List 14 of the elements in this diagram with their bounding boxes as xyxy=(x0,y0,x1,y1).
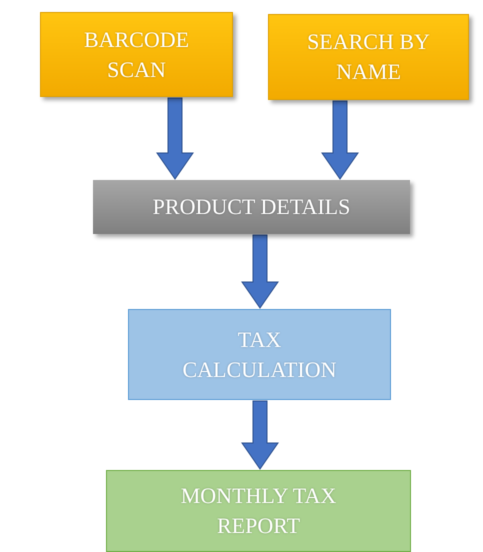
box-label: MONTHLY TAX REPORT xyxy=(180,482,338,540)
process-box xyxy=(128,309,391,400)
arrow xyxy=(241,234,279,309)
box-label: SEARCH BY NAME xyxy=(306,28,431,86)
arrow xyxy=(156,98,194,180)
process-box xyxy=(268,14,469,100)
box-label: TAX CALCULATION xyxy=(182,326,338,384)
process-box xyxy=(93,180,410,234)
box-label: PRODUCT DETAILS xyxy=(152,193,350,222)
process-box xyxy=(40,12,233,97)
arrow xyxy=(241,400,279,470)
process-box xyxy=(106,470,411,552)
arrow xyxy=(321,100,359,180)
box-label: BARCODE SCAN xyxy=(82,26,190,84)
